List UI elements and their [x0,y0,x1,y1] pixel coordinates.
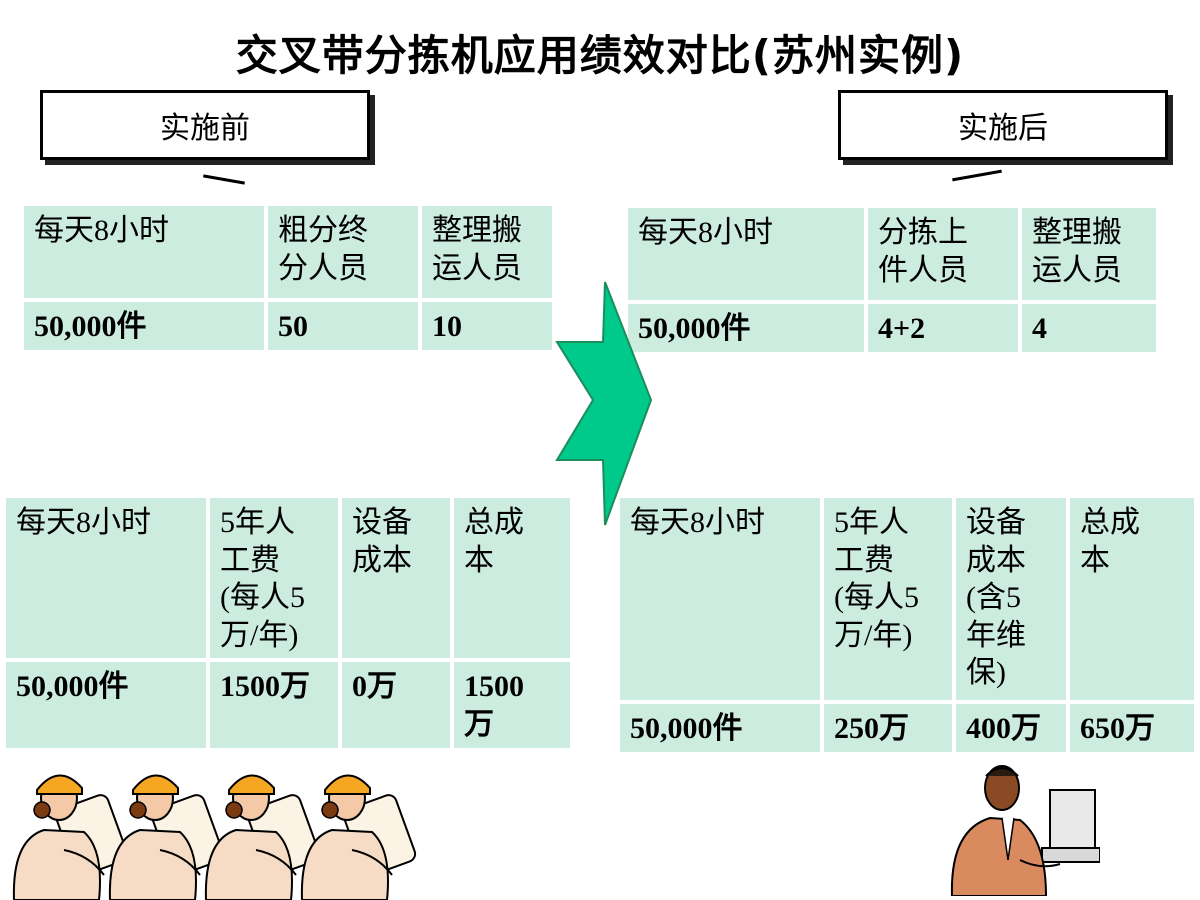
value-text: 4 [1032,312,1047,345]
value-text: 4+2 [878,312,926,345]
value-cell: 0万 [342,662,450,748]
header-cell: 5年人 工费 (每人5 万/年) [210,498,338,658]
header-text: 整理搬 运人员 [432,214,522,285]
right-arrow-icon [555,281,653,526]
value-cell: 50 [268,302,418,350]
value-text: 1500万 [220,670,310,703]
header-cell: 整理搬 运人员 [1022,208,1156,300]
worker-with-blueprints-icon [108,774,225,900]
header-cell: 粗分终 分人员 [268,206,418,298]
value-text: 250万 [834,712,909,745]
header-cell: 设备 成本 (含5 年维 保) [956,498,1066,700]
table-before-cost: 每天8小时 5年人 工费 (每人5 万/年) 设备 成本 总成 本 50,000… [2,494,574,752]
table-row: 每天8小时 粗分终 分人员 整理搬 运人员 [24,206,552,298]
value-cell: 4+2 [868,304,1018,352]
table-row: 每天8小时 5年人 工费 (每人5 万/年) 设备 成本 总成 本 [6,498,570,658]
header-text: 每天8小时 [630,506,765,539]
table-row: 50,000件 4+2 4 [628,304,1156,352]
table-row: 50,000件 250万 400万 650万 [620,704,1194,752]
header-cell: 每天8小时 [628,208,864,300]
label-after: 实施后 [838,90,1168,160]
value-text: 50,000件 [16,670,129,703]
value-cell: 50,000件 [6,662,206,748]
value-cell: 400万 [956,704,1066,752]
value-text: 50 [278,310,308,343]
header-text: 分拣上 件人员 [878,216,968,287]
header-text: 设备 成本 (含5 年维 保) [966,506,1026,689]
value-cell: 1500 万 [454,662,570,748]
header-text: 5年人 工费 (每人5 万/年) [220,506,305,652]
value-cell: 4 [1022,304,1156,352]
table-row: 50,000件 50 10 [24,302,552,350]
value-cell: 250万 [824,704,952,752]
table-after-cost: 每天8小时 5年人 工费 (每人5 万/年) 设备 成本 (含5 年维 保) 总… [616,494,1198,756]
header-text: 设备 成本 [352,506,412,577]
header-cell: 每天8小时 [24,206,264,298]
value-text: 10 [432,310,462,343]
header-text: 总成 本 [1080,506,1140,577]
header-text: 总成 本 [464,506,524,577]
value-cell: 50,000件 [24,302,264,350]
header-cell: 5年人 工费 (每人5 万/年) [824,498,952,700]
value-text: 650万 [1080,712,1155,745]
worker-with-blueprints-icon [204,774,321,900]
table-before-staff: 每天8小时 粗分终 分人员 整理搬 运人员 50,000件 50 10 [20,202,556,354]
worker-with-blueprints-icon [300,774,417,900]
header-text: 整理搬 运人员 [1032,216,1122,287]
header-cell: 整理搬 运人员 [422,206,552,298]
header-text: 每天8小时 [16,506,151,539]
value-cell: 1500万 [210,662,338,748]
label-after-connector [952,169,1002,182]
value-text: 1500 万 [464,670,524,741]
header-text: 每天8小时 [34,214,169,247]
label-after-text: 实施后 [958,111,1048,146]
slide-title: 交叉带分拣机应用绩效对比(苏州实例) [235,31,965,80]
header-text: 5年人 工费 (每人5 万/年) [834,506,919,652]
value-cell: 50,000件 [620,704,820,752]
value-cell: 650万 [1070,704,1194,752]
worker-with-blueprints-icon [12,774,129,900]
header-cell: 设备 成本 [342,498,450,658]
header-cell: 每天8小时 [6,498,206,658]
header-text: 粗分终 分人员 [278,214,368,285]
header-cell: 总成 本 [454,498,570,658]
label-before: 实施前 [40,90,370,160]
header-cell: 分拣上 件人员 [868,208,1018,300]
value-text: 400万 [966,712,1041,745]
label-before-text: 实施前 [160,111,250,146]
header-cell: 每天8小时 [620,498,820,700]
header-text: 每天8小时 [638,216,773,249]
table-row: 每天8小时 分拣上 件人员 整理搬 运人员 [628,208,1156,300]
table-row: 50,000件 1500万 0万 1500 万 [6,662,570,748]
value-text: 0万 [352,670,397,703]
office-worker-at-computer-icon [950,765,1100,896]
label-before-connector [203,174,245,185]
value-text: 50,000件 [638,312,751,345]
table-row: 每天8小时 5年人 工费 (每人5 万/年) 设备 成本 (含5 年维 保) 总… [620,498,1194,700]
header-cell: 总成 本 [1070,498,1194,700]
value-cell: 10 [422,302,552,350]
value-text: 50,000件 [630,712,743,745]
table-after-staff: 每天8小时 分拣上 件人员 整理搬 运人员 50,000件 4+2 4 [624,204,1160,356]
value-cell: 50,000件 [628,304,864,352]
value-text: 50,000件 [34,310,147,343]
